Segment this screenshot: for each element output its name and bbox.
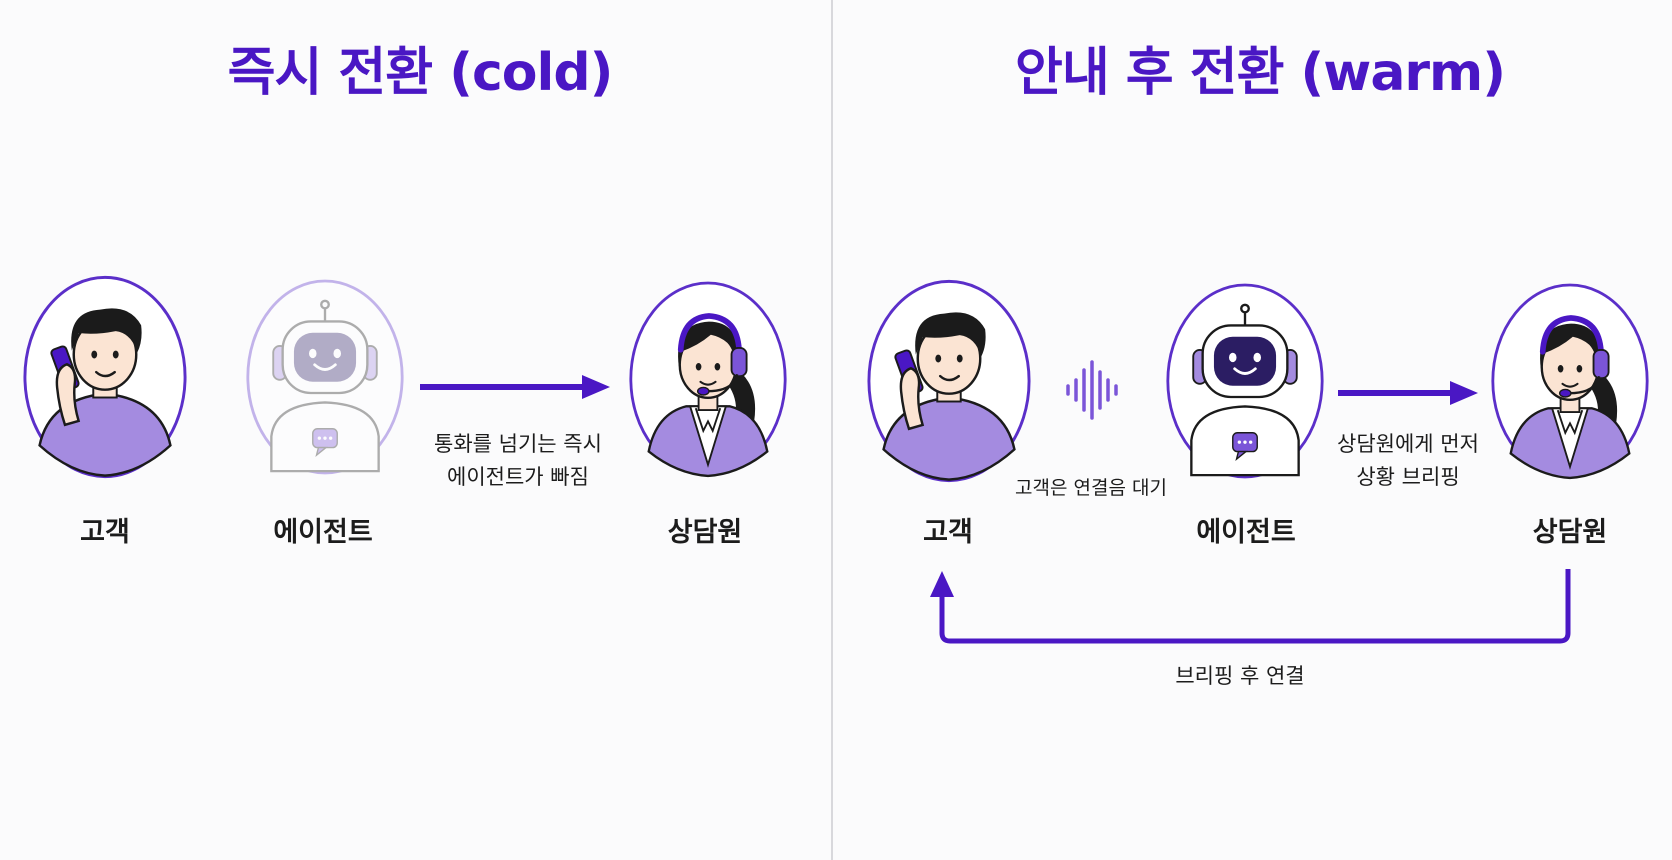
cold-customer-node	[22, 272, 188, 482]
warm-return-caption: 브리핑 후 연결	[1175, 664, 1305, 688]
warm-counselor-label: 상담원	[1532, 517, 1608, 548]
panel-divider	[831, 0, 833, 860]
warm-wait-caption: 고객은 연결음 대기	[1015, 477, 1167, 499]
warm-brief-line2: 상황 브리핑	[1356, 465, 1460, 489]
counselor-headset-icon	[1490, 276, 1650, 486]
arrow-right-icon	[420, 375, 610, 399]
warm-agent-node	[1165, 276, 1325, 486]
warm-brief-caption: 상담원에게 먼저 상황 브리핑	[1318, 428, 1498, 494]
warm-agent-label: 에이전트	[1196, 517, 1296, 548]
cold-customer-label: 고객	[80, 517, 130, 548]
robot-agent-icon	[245, 272, 405, 482]
counselor-headset-icon	[628, 274, 788, 484]
cold-handoff-caption: 통화를 넘기는 즉시 에이전트가 빠짐	[403, 428, 633, 494]
cold-counselor-node	[628, 274, 788, 484]
cold-counselor-label: 상담원	[667, 517, 743, 548]
cold-title: 즉시 전환 (cold)	[227, 43, 614, 103]
customer-phone-icon	[866, 276, 1032, 486]
warm-brief-line1: 상담원에게 먼저	[1337, 432, 1479, 456]
arrow-right-icon	[1338, 381, 1478, 405]
cold-caption-line1: 통화를 넘기는 즉시	[434, 432, 602, 456]
return-arrow-icon	[930, 569, 1571, 644]
warm-title: 안내 후 전환 (warm)	[1015, 43, 1506, 103]
cold-caption-line2: 에이전트가 빠짐	[447, 465, 589, 489]
warm-counselor-node	[1490, 276, 1650, 486]
warm-customer-label: 고객	[923, 517, 973, 548]
cold-agent-node-faded	[245, 272, 405, 482]
customer-phone-icon	[22, 272, 188, 482]
sound-wave-icon	[1066, 360, 1118, 420]
cold-agent-label: 에이전트	[273, 517, 373, 548]
warm-customer-node	[866, 276, 1032, 486]
robot-agent-icon	[1165, 276, 1325, 486]
